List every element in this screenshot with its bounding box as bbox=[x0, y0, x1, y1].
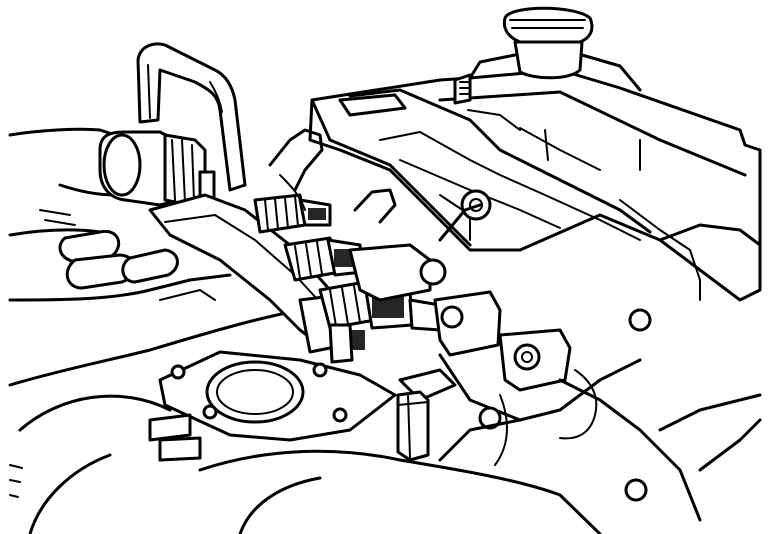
vacuum-nipple-2 bbox=[158, 436, 202, 462]
throttle-bore bbox=[205, 360, 305, 424]
vacuum-nipple-1 bbox=[148, 413, 192, 442]
intake-runners bbox=[348, 243, 702, 522]
intake-plenum bbox=[9, 393, 762, 534]
runner-bolt-1 bbox=[419, 258, 447, 286]
throttle-body-flange bbox=[148, 350, 457, 462]
injector-1 bbox=[253, 193, 332, 234]
plenum-bolt bbox=[624, 478, 648, 502]
hex-spacer bbox=[396, 390, 430, 462]
fuel-pressure-regulator bbox=[98, 42, 247, 207]
head-bolt bbox=[628, 308, 652, 332]
wiring-harness bbox=[268, 73, 482, 242]
runner-bolt-3 bbox=[513, 343, 541, 371]
oil-filler-cap-icon bbox=[468, 6, 642, 92]
injector-2 bbox=[283, 236, 364, 282]
runner-bolt-2 bbox=[440, 305, 464, 329]
cover-plate bbox=[338, 93, 407, 117]
fuel-return-hose bbox=[136, 42, 247, 192]
hand bbox=[8, 127, 302, 387]
manifold-stud bbox=[478, 406, 502, 430]
